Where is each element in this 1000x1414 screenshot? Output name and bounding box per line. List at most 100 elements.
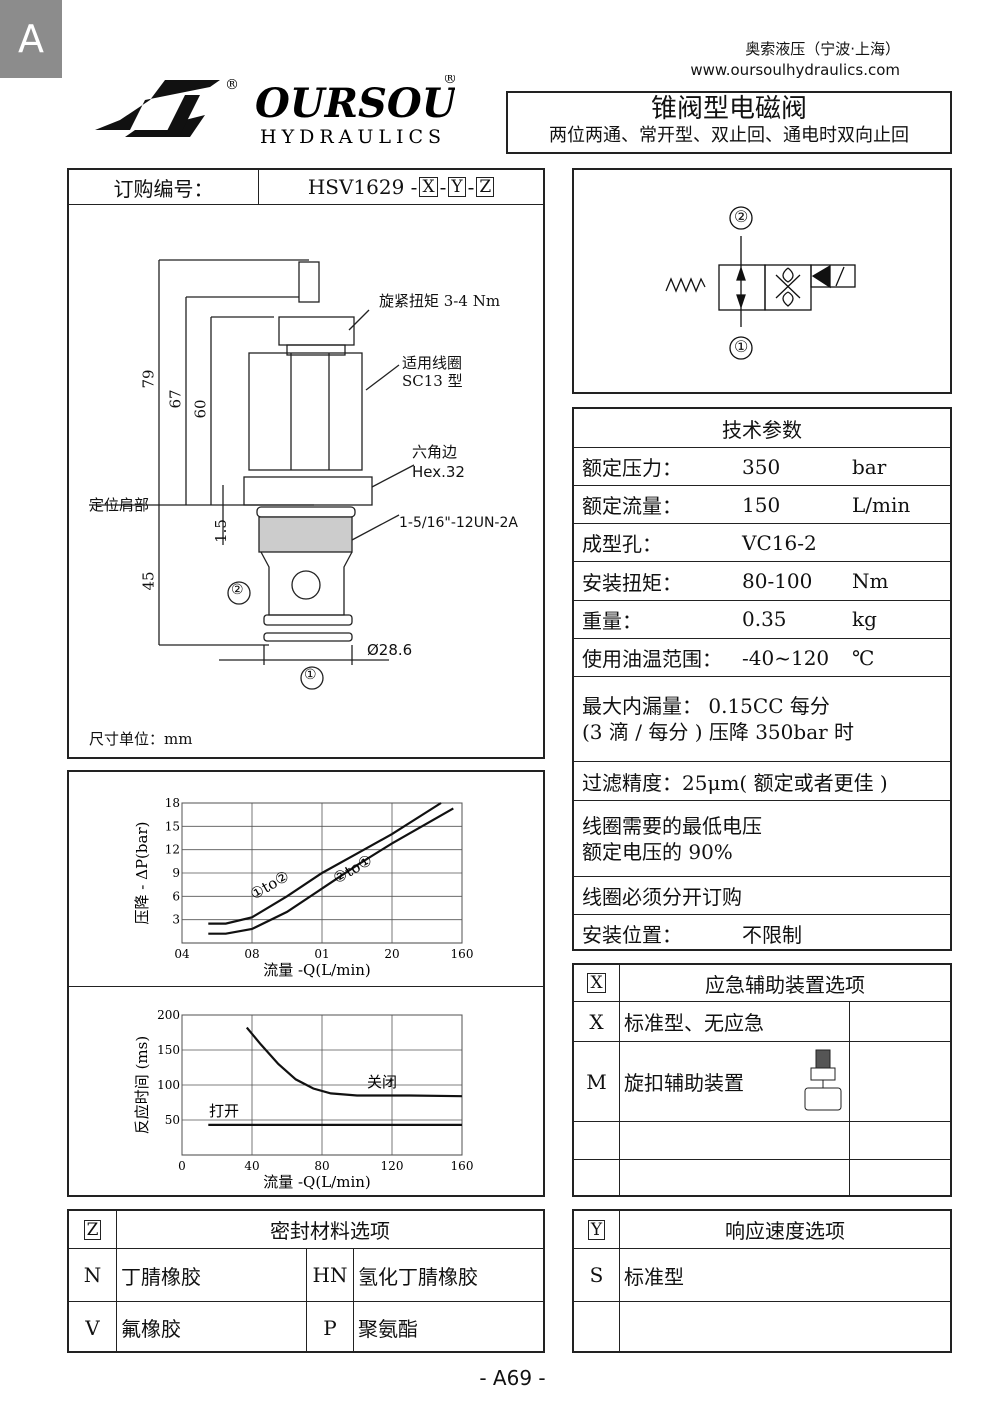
- x-tick-label: 160: [451, 1159, 474, 1173]
- filter-row: 过滤精度：25μm( 额定或者更佳 ): [574, 762, 950, 801]
- y-tick-label: 200: [157, 1008, 180, 1022]
- manual-override-icon: [804, 1049, 842, 1111]
- z-code: V: [69, 1302, 117, 1353]
- y-tick-label: 9: [172, 866, 180, 880]
- x-tick-label: 120: [381, 1159, 404, 1173]
- coil-label-1: 适用线圈: [402, 354, 463, 372]
- thread-label: 1-5/16"-12UN-2A: [399, 515, 518, 531]
- coil-label-2: SC13 型: [402, 372, 463, 390]
- param-unit: Nm: [852, 569, 889, 594]
- svg-text:OURSOUL: OURSOUL: [255, 80, 455, 127]
- valve-drawing: [89, 259, 415, 690]
- dim-60: 60: [191, 399, 210, 419]
- tech-row: 重量： 0.35 kg: [574, 601, 950, 639]
- leakage-row: 最大内漏量： 0.15CC 每分(3 滴 / 每分 ) 压降 350bar 时: [574, 677, 950, 762]
- svg-text:®: ®: [443, 75, 455, 87]
- voltage-text-1: 线圈需要的最低电压: [582, 813, 762, 838]
- param-value: -40~120: [742, 645, 830, 670]
- y-tick-label: 18: [165, 796, 180, 810]
- section-tab: A: [0, 0, 62, 78]
- logo: ® OURSOUL ® HYDRAULICS: [95, 71, 485, 150]
- dim-1-5: 1.5: [211, 519, 230, 543]
- product-title: 锥阀型电磁阀: [650, 94, 807, 124]
- mount-row: 安装位置： 不限制: [574, 915, 950, 951]
- x-tick-label: 80: [314, 1159, 329, 1173]
- tech-row: 成型孔： VC16-2: [574, 524, 950, 563]
- x-code-badge: X: [587, 973, 606, 993]
- option-x-code: X: [419, 177, 438, 197]
- param-value: 150: [742, 492, 781, 517]
- company-name: 奥索液压（宁波·上海）: [745, 40, 900, 58]
- order-code-label: 订购编号：: [69, 170, 259, 204]
- y-tick-label: 15: [165, 819, 180, 833]
- port-2-label: ②: [231, 582, 244, 598]
- x-tick-label: 01: [314, 947, 329, 961]
- dimension-panel: 订购编号： HSV1629 - X- Y- Z 旋紧扭矩 3-4 Nm 适用线圈…: [67, 168, 545, 759]
- leakage-text-2: (3 滴 / 每分 ) 压降 350bar 时: [582, 720, 855, 744]
- leakage-text-1: 最大内漏量： 0.15CC 每分: [582, 694, 830, 718]
- dim-79: 79: [139, 369, 158, 389]
- param-label: 安装扭矩：: [582, 570, 682, 595]
- param-value: VC16-2: [742, 530, 817, 555]
- unit-label: 尺寸单位：mm: [89, 730, 193, 748]
- param-label: 使用油温范围：: [582, 647, 722, 671]
- mount-value: 不限制: [742, 922, 802, 947]
- param-value: 80-100: [742, 569, 813, 594]
- torque-label: 旋紧扭矩 3-4 Nm: [379, 292, 501, 310]
- param-unit: L/min: [852, 492, 911, 517]
- z-desc: 氟橡胶: [117, 1302, 307, 1353]
- title-box: 锥阀型电磁阀 两位两通、常开型、双止回、通电时双向止回: [506, 91, 952, 154]
- y-tick-label: 6: [172, 889, 180, 903]
- m-option-text: 旋扣辅助装置: [624, 1071, 744, 1095]
- z-options-title: 密封材料选项: [270, 1219, 390, 1243]
- mount-label: 安装位置：: [582, 922, 682, 947]
- x-tick-label: 04: [174, 947, 190, 961]
- x-tick-label: 160: [451, 947, 474, 961]
- dim-45: 45: [139, 571, 158, 591]
- param-label: 成型孔：: [582, 532, 662, 557]
- x-option-desc: 标准型、无应急: [620, 1002, 850, 1041]
- param-value: 0.35: [742, 607, 787, 632]
- svg-text:®: ®: [225, 77, 239, 93]
- param-unit: kg: [852, 607, 877, 632]
- param-unit: bar: [852, 454, 887, 479]
- y-tick-label: 3: [172, 913, 180, 927]
- x-options-table: X 应急辅助装置选项 X 标准型、无应急 M 旋扣辅助装置: [572, 963, 952, 1197]
- page-number: - A69 -: [479, 1366, 546, 1390]
- y-tick-label: 50: [165, 1113, 180, 1127]
- z-options-table: Z 密封材料选项 N 丁腈橡胶 HN 氢化丁腈橡胶 V 氟橡胶 P 聚氨酯: [67, 1209, 545, 1353]
- y-tick-label: 150: [157, 1043, 180, 1057]
- symbol-port-2: ②: [734, 207, 749, 226]
- valve-symbol-icon: [665, 206, 856, 360]
- symbol-port-1: ①: [734, 337, 749, 356]
- series-label: 关闭: [367, 1073, 397, 1091]
- product-subtitle: 两位两通、常开型、双止回、通电时双向止回: [549, 125, 909, 146]
- hydraulic-symbol-panel: ② ①: [572, 168, 952, 394]
- param-label: 重量：: [582, 608, 642, 633]
- diameter-label: Ø28.6: [367, 641, 413, 659]
- x-axis-label: 流量 -Q(L/min): [263, 961, 371, 979]
- x-axis-label: 流量 -Q(L/min): [263, 1173, 371, 1191]
- logo-mark-icon: ® OURSOUL ® HYDRAULICS: [95, 71, 485, 148]
- m-option-code: M: [574, 1042, 620, 1121]
- y-code: S: [574, 1249, 620, 1301]
- shoulder-label: 定位肩部: [89, 496, 150, 514]
- param-unit: ℃: [852, 645, 875, 670]
- x-tick-label: 20: [384, 947, 399, 961]
- z-code: HN: [307, 1249, 354, 1301]
- option-y-code: Y: [448, 177, 466, 197]
- svg-text:HYDRAULICS: HYDRAULICS: [260, 126, 446, 148]
- series-label: 打开: [209, 1102, 239, 1120]
- tech-row: 安装扭矩： 80-100 Nm: [574, 563, 950, 601]
- company-url[interactable]: www.oursoulhydraulics.com: [690, 61, 900, 79]
- x-tick-label: 08: [244, 947, 259, 961]
- order-code: HSV1629 - X- Y- Z: [259, 170, 543, 204]
- y-desc: 标准型: [624, 1264, 684, 1289]
- z-code: N: [69, 1249, 117, 1301]
- dim-67: 67: [166, 389, 185, 409]
